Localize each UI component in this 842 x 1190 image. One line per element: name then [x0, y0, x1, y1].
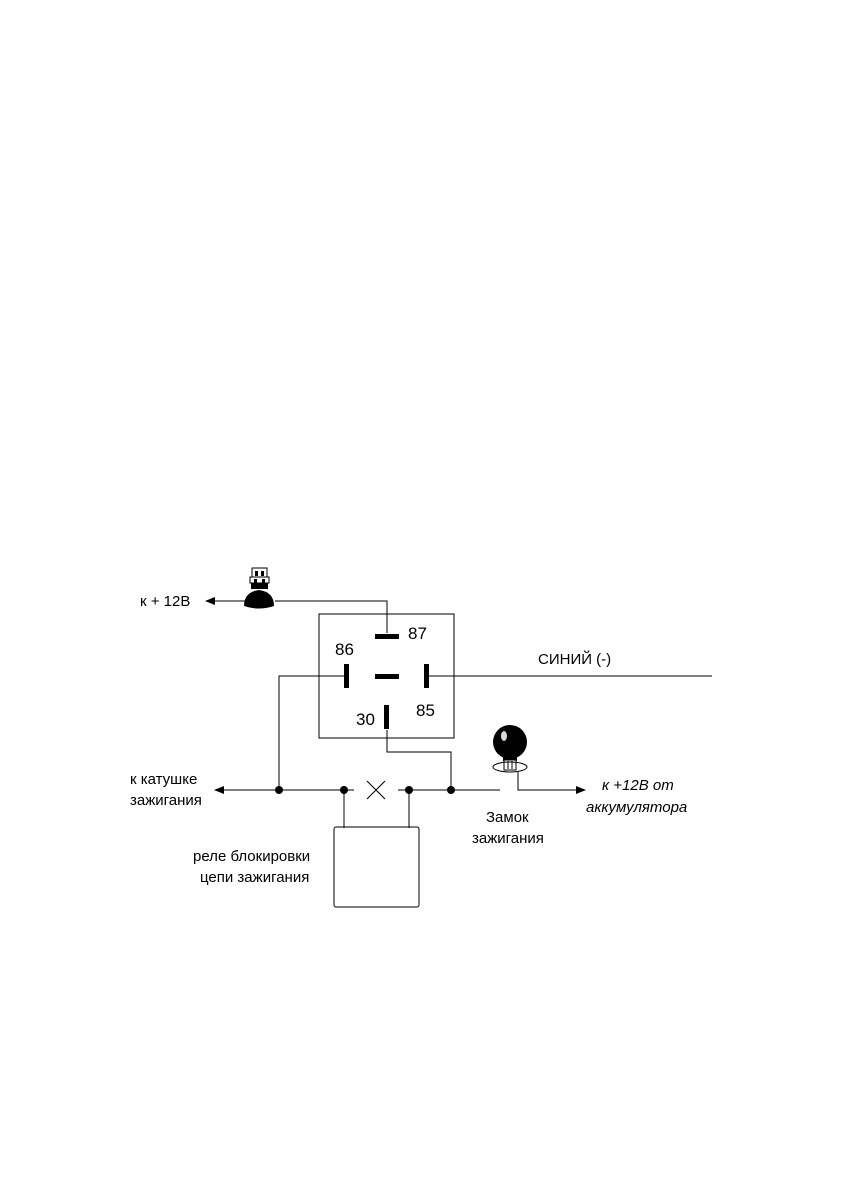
- label-blocking-relay-line2: цепи зажигания: [200, 869, 309, 886]
- relay-pin-85: [424, 664, 429, 688]
- relay-box: [318, 613, 455, 739]
- fuse-icon: [244, 567, 274, 609]
- junction-dot: [275, 786, 283, 794]
- label-battery-line2: аккумулятора: [586, 799, 687, 816]
- label-to-coil-line2: зажигания: [130, 792, 202, 809]
- relay-pin-87-label: 87: [408, 624, 427, 643]
- wire-fuse-to-87: [206, 600, 388, 633]
- label-battery-line1: к +12В от: [602, 777, 674, 794]
- arrow-to-coil: [214, 786, 224, 794]
- label-blue-wire: СИНИЙ (-): [538, 650, 611, 668]
- relay-pin-30: [384, 705, 389, 729]
- label-ignition-lock-line2: зажигания: [472, 830, 544, 847]
- junction-dot: [447, 786, 455, 794]
- relay-pin-86: [344, 664, 349, 688]
- label-to-coil-line1: к катушке: [130, 771, 197, 788]
- junction-dot: [405, 786, 413, 794]
- wire-lock-to-battery: [517, 772, 584, 791]
- ignition-key-icon: [492, 725, 528, 773]
- arrow-to-battery: [576, 786, 586, 794]
- wire-30-to-bus: [386, 730, 452, 790]
- relay-pin-86-label: 86: [335, 640, 354, 659]
- relay-pin-center: [375, 674, 399, 679]
- wire-86-to-bus: [278, 675, 345, 790]
- cut-mark: [366, 780, 386, 800]
- junction-dot: [340, 786, 348, 794]
- blocking-relay-box: [333, 826, 420, 908]
- relay-pin-87: [375, 634, 399, 639]
- relay-pin-30-label: 30: [356, 710, 375, 729]
- relay-pin-85-label: 85: [416, 701, 435, 720]
- label-blocking-relay-line1: реле блокировки: [193, 848, 310, 865]
- arrow-to-12v: [205, 597, 215, 605]
- label-plus-12v: к + 12В: [140, 593, 190, 610]
- label-ignition-lock-line1: Замок: [486, 809, 529, 826]
